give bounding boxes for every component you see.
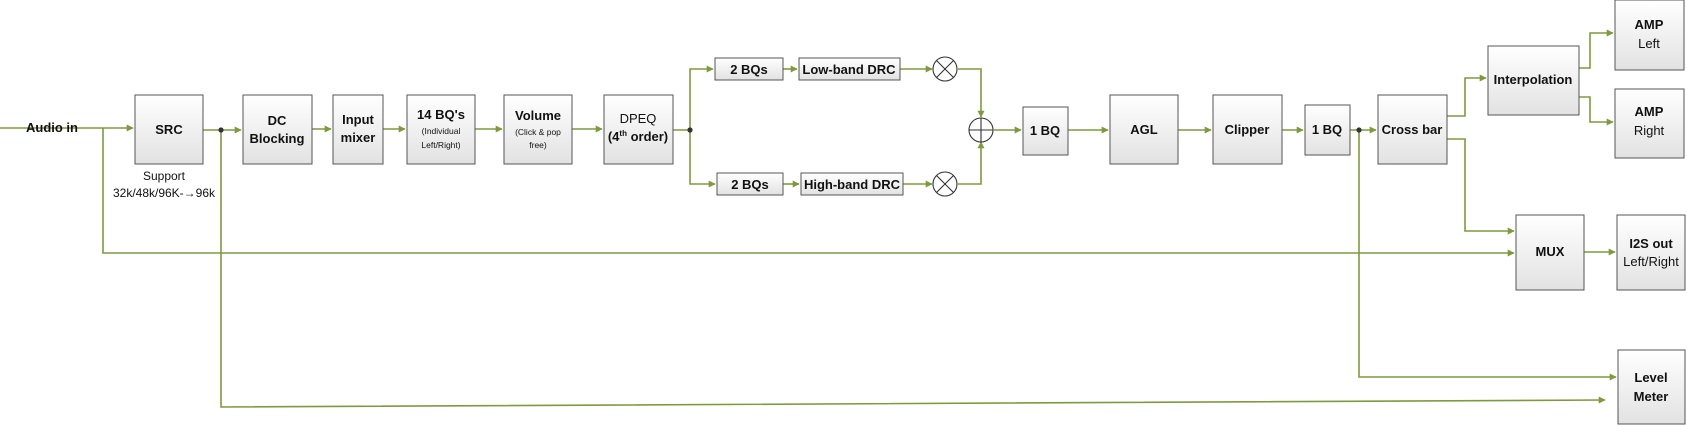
- crossbar-label: Cross bar: [1382, 122, 1443, 137]
- low-band-drc-label: Low-band DRC: [802, 62, 896, 77]
- summer-icon: [968, 117, 994, 143]
- interpolation-label: Interpolation: [1494, 72, 1573, 87]
- bq1-a-label: 1 BQ: [1030, 123, 1060, 138]
- volume-block: Volume (Click & pop free): [503, 94, 573, 165]
- support-note-line1: Support: [143, 169, 186, 183]
- dc-blocking-label-2: Blocking: [250, 131, 305, 146]
- wire-crossbar-to-interpolation: [1447, 74, 1487, 117]
- volume-label-1: Volume: [515, 108, 561, 123]
- bq14-label-1: 14 BQ's: [417, 107, 465, 122]
- clipper-label: Clipper: [1225, 122, 1270, 137]
- amp-right-label-2: Right: [1634, 123, 1665, 138]
- wire-crossbar-to-mux: [1447, 138, 1515, 235]
- amp-right-block: AMP Right: [1614, 88, 1685, 159]
- interpolation-block: Interpolation: [1487, 45, 1580, 116]
- level-meter-label-2: Meter: [1634, 389, 1669, 404]
- bq2-top-label: 2 BQs: [730, 62, 768, 77]
- input-mixer-label-1: Input: [342, 112, 374, 127]
- agl-block: AGL: [1109, 94, 1179, 165]
- bq2-bottom-block: 2 BQs: [716, 172, 784, 196]
- level-meter-block: Level Meter: [1617, 349, 1686, 425]
- multiplier-top-icon: [932, 56, 958, 82]
- volume-label-2: (Click & pop: [515, 127, 561, 137]
- volume-label-3: free): [529, 140, 547, 150]
- wire-audio-in-to-mux: [102, 128, 1515, 257]
- junction-dot-bq1: [1356, 127, 1362, 133]
- wire-dpeq-to-bq2-bottom: [689, 130, 716, 188]
- clipper-block: Clipper: [1212, 94, 1283, 165]
- multiplier-bottom-icon: [932, 171, 958, 197]
- bq2-bottom-label: 2 BQs: [731, 177, 769, 192]
- high-band-drc-label: High-band DRC: [804, 177, 901, 192]
- i2s-out-label-1: I2S out: [1629, 236, 1673, 251]
- amp-right-label-1: AMP: [1635, 104, 1664, 119]
- dc-blocking-block: DC Blocking: [242, 94, 313, 165]
- bq1-b-label: 1 BQ: [1312, 122, 1342, 137]
- junction-dot-dpeq: [687, 127, 693, 133]
- i2s-out-label-2: Left/Right: [1623, 254, 1679, 269]
- wire-interpolation-to-amp-left: [1579, 29, 1614, 69]
- bq2-top-block: 2 BQs: [714, 57, 784, 81]
- dpeq-label-2: (4th order): [608, 129, 668, 144]
- audio-in-label: Audio in: [26, 120, 78, 135]
- mux-label: MUX: [1536, 244, 1565, 259]
- junction-dot-src: [218, 127, 224, 133]
- wire-mult-bottom-to-sum: [958, 141, 985, 185]
- wire-dpeq-to-bq2-top: [673, 65, 714, 131]
- wire-mult-top-to-sum: [958, 68, 985, 118]
- wire-bq1-to-level-meter: [1358, 130, 1617, 381]
- i2s-out-block: I2S out Left/Right: [1616, 214, 1686, 291]
- amp-left-label-1: AMP: [1635, 17, 1664, 32]
- src-block: SRC: [134, 94, 204, 165]
- bq1-a-block: 1 BQ: [1022, 106, 1069, 156]
- agl-label: AGL: [1130, 122, 1158, 137]
- amp-left-block: AMP Left: [1614, 0, 1685, 71]
- src-block-label: SRC: [155, 122, 183, 137]
- wire-src-to-level-meter: [220, 130, 1606, 408]
- level-meter-label-1: Level: [1634, 370, 1667, 385]
- dc-blocking-label-1: DC: [268, 113, 287, 128]
- connection-wires: [0, 29, 1617, 408]
- input-mixer-label-2: mixer: [341, 130, 376, 145]
- mux-block: MUX: [1515, 214, 1585, 291]
- bq14-label-2: (Individual: [422, 126, 461, 136]
- dpeq-block: DPEQ (4th order): [603, 94, 674, 165]
- bq14-label-3: Left/Right): [421, 140, 460, 150]
- dpeq-label-1: DPEQ: [620, 111, 657, 126]
- bq1-b-block: 1 BQ: [1304, 104, 1351, 156]
- wire-interpolation-to-amp-right: [1579, 96, 1614, 126]
- bq14-block: 14 BQ's (Individual Left/Right): [406, 94, 476, 165]
- crossbar-block: Cross bar: [1377, 94, 1448, 165]
- support-note-line2: 32k/48k/96K-→96k: [113, 186, 216, 200]
- input-mixer-block: Input mixer: [332, 94, 384, 165]
- low-band-drc-block: Low-band DRC: [798, 57, 901, 81]
- high-band-drc-block: High-band DRC: [800, 172, 904, 196]
- amp-left-label-2: Left: [1638, 36, 1660, 51]
